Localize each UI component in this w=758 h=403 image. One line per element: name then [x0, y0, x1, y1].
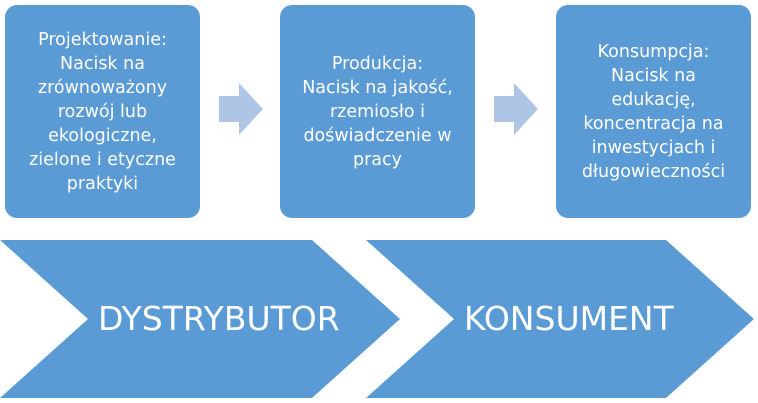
right-arrow-icon: [494, 83, 538, 135]
stage-box-projektowanie: Projektowanie: Nacisk na zrównoważony ro…: [5, 5, 200, 218]
chevron-label-consumer: KONSUMENT: [464, 299, 674, 338]
right-arrow-icon: [219, 83, 263, 135]
chevron-label-distributor: DYSTRYBUTOR: [98, 299, 340, 338]
chevron-distributor: [0, 240, 400, 398]
stage-text-produkcja: Produkcja: Nacisk na jakość, rzemiosło i…: [302, 53, 453, 170]
chevron-consumer: [366, 240, 754, 398]
stage-text-projektowanie: Projektowanie: Nacisk na zrównoważony ro…: [29, 29, 176, 194]
stage-box-konsumpcja: Konsumpcja: Nacisk na edukację, koncentr…: [556, 5, 751, 218]
stage-box-produkcja: Produkcja: Nacisk na jakość, rzemiosło i…: [280, 5, 475, 218]
stage-text-konsumpcja: Konsumpcja: Nacisk na edukację, koncentr…: [581, 41, 726, 182]
arrow-shape: [219, 83, 263, 135]
arrow-shape: [494, 83, 538, 135]
